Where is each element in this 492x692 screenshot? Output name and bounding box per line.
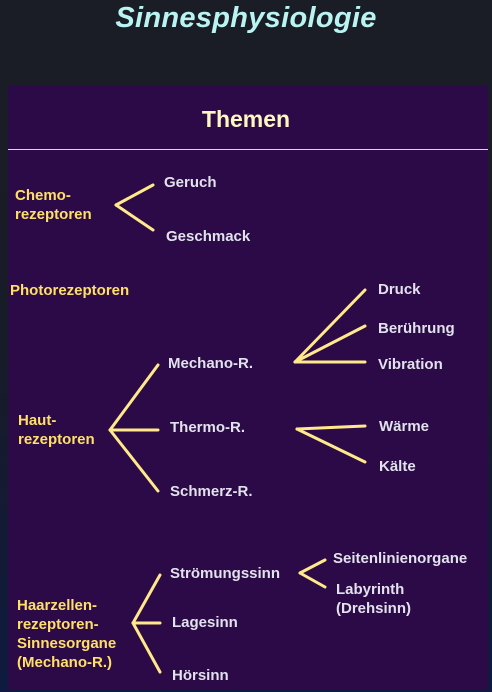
category-photorezeptoren: Photorezeptoren — [10, 282, 130, 299]
item-hoersinn: Hörsinn — [172, 667, 229, 684]
branch-haar-hoersinn — [131, 621, 162, 674]
branch-haut-schmerz — [108, 428, 160, 493]
branch-haut-mechano — [108, 363, 160, 432]
item-lagesinn: Lagesinn — [172, 614, 238, 631]
slide-title: Sinnesphysiologie — [115, 2, 377, 34]
item-geruch: Geruch — [164, 174, 217, 191]
branch-thermo-waerme — [295, 424, 367, 431]
item-thermo-r: Thermo-R. — [170, 419, 245, 436]
branch-chemo-geschmack — [114, 203, 155, 232]
item-labyrinth: Labyrinth (Drehsinn) — [336, 581, 411, 617]
branch-thermo-kaelte — [295, 427, 367, 464]
category-haarzellen: Haarzellen- rezeptoren- Sinnesorgane (Me… — [17, 597, 117, 671]
branch-haar-stroemung — [131, 573, 162, 625]
heading-divider — [8, 149, 488, 150]
branch-stroemung-labyrinth — [298, 571, 327, 589]
branch-mechano-beruehrung — [293, 324, 367, 364]
item-stroemungssinn: Strömungssinn — [170, 565, 281, 582]
category-chemorezeptoren: Chemo- rezeptoren — [15, 186, 92, 224]
item-beruehrung: Berührung — [378, 320, 455, 337]
item-mechano-r: Mechano-R. — [168, 355, 254, 372]
branch-chemo-geruch — [114, 183, 155, 207]
item-seitenlinienorgane: Seitenlinienorgane — [333, 550, 468, 567]
item-kaelte: Kälte — [379, 458, 416, 475]
branch-mechano-druck — [293, 288, 367, 364]
item-schmerz-r: Schmerz-R. — [170, 483, 253, 500]
topics-panel — [8, 86, 488, 690]
category-hautrezeptoren: Haut- rezeptoren — [18, 412, 95, 448]
item-vibration: Vibration — [378, 356, 443, 373]
branch-stroemung-seitenlinie — [298, 558, 327, 575]
item-geschmack: Geschmack — [166, 228, 251, 245]
category-chemo-line1: Chemo- rezeptoren — [15, 187, 92, 223]
panel-heading: Themen — [201, 106, 291, 132]
item-druck: Druck — [378, 281, 421, 298]
item-waerme: Wärme — [379, 418, 430, 435]
